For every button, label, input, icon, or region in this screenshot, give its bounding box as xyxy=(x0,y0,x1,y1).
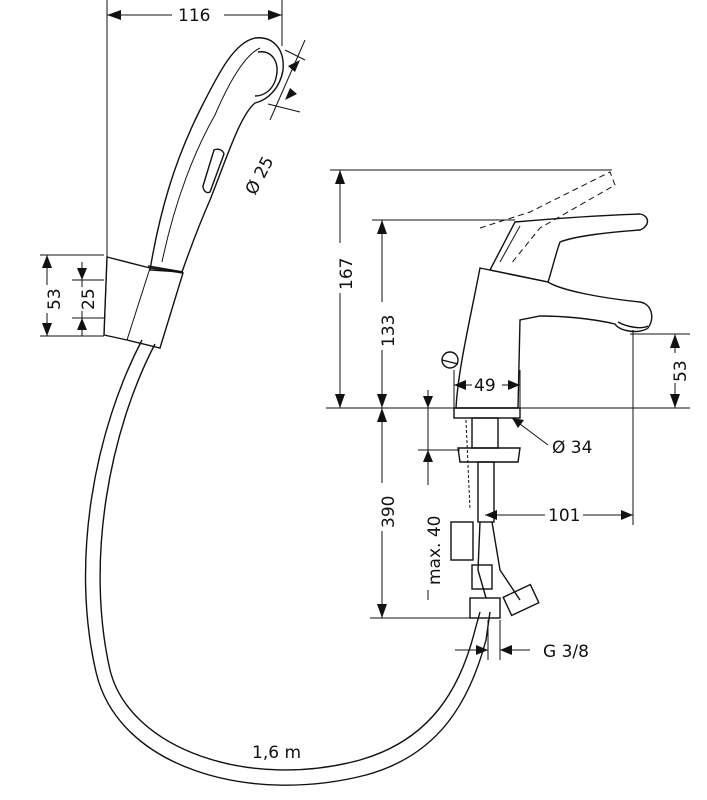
dim-390: 390 xyxy=(379,496,399,528)
hand-shower xyxy=(147,37,284,273)
dimension-labels: 116 Ø 25 53 25 167 133 53 49 Ø 34 390 ma… xyxy=(38,5,691,763)
basin-mixer xyxy=(441,171,653,619)
dimension-lines xyxy=(40,0,690,660)
dim-116: 116 xyxy=(178,6,210,26)
dim-167: 167 xyxy=(337,258,357,290)
dim-diameter-34: Ø 34 xyxy=(552,438,592,458)
mixer-shank xyxy=(450,417,540,619)
shower-holder xyxy=(103,256,184,349)
dim-101: 101 xyxy=(548,506,580,526)
dim-diameter-25: Ø 25 xyxy=(242,153,279,198)
dim-49: 49 xyxy=(474,376,496,396)
dim-53-right: 53 xyxy=(671,360,691,382)
dim-hose-length: 1,6 m xyxy=(252,743,301,763)
dim-25-left: 25 xyxy=(79,288,99,310)
dim-max-40: max. 40 xyxy=(425,516,445,585)
dim-133: 133 xyxy=(379,315,399,347)
shower-hose xyxy=(84,339,491,786)
dim-g-3-8: G 3/8 xyxy=(543,642,589,662)
dim-53-left: 53 xyxy=(45,288,65,310)
